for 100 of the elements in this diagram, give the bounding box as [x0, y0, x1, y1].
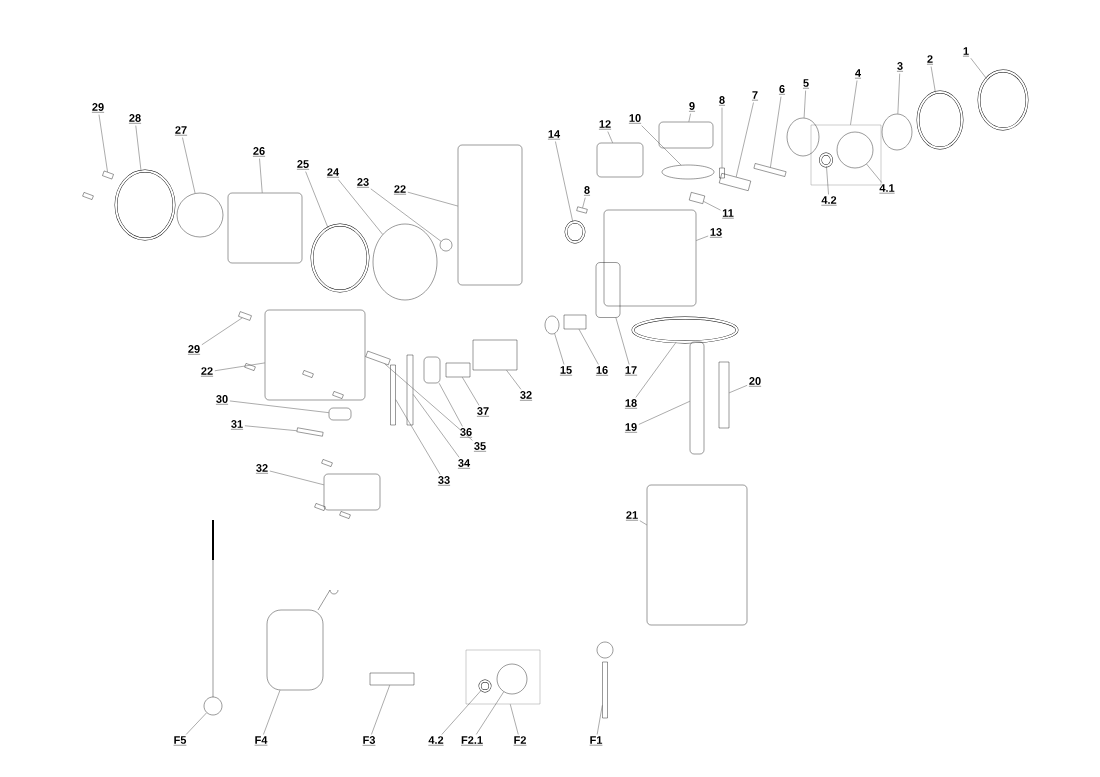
leader-line — [770, 96, 782, 168]
leader-line — [615, 317, 630, 365]
leader-line — [638, 401, 691, 425]
rod — [390, 364, 396, 426]
round-part — [916, 90, 964, 150]
part-outline — [646, 484, 748, 626]
rod — [102, 170, 114, 180]
part-outline — [264, 309, 366, 401]
leader-line — [703, 201, 721, 211]
callout-number: 19 — [624, 423, 638, 433]
part-outline — [457, 144, 523, 286]
round-part — [496, 663, 528, 695]
part-outline — [595, 262, 621, 318]
leader-line — [607, 131, 613, 144]
leader-line — [866, 163, 882, 183]
part-outline — [227, 192, 303, 264]
leader-line — [371, 684, 390, 735]
leader-line — [441, 689, 482, 735]
callout-number: 11 — [722, 209, 735, 219]
leader-line — [510, 703, 519, 735]
leader-line — [407, 191, 459, 207]
part-outline — [323, 473, 381, 511]
callout-number: 22 — [393, 185, 407, 195]
leader-line — [506, 369, 522, 390]
callout-number: 18 — [624, 399, 638, 409]
rod — [596, 641, 614, 719]
leader-line — [244, 425, 298, 431]
rod — [753, 163, 787, 177]
callout-number: 7 — [751, 91, 759, 101]
callout-number: 9 — [688, 102, 696, 112]
callout-number: F4 — [254, 736, 268, 746]
leader-line — [555, 141, 574, 223]
callout-number: 34 — [457, 459, 471, 469]
callout-number: F2.1 — [460, 736, 484, 746]
callout-number: 20 — [748, 377, 762, 387]
leader-line — [596, 705, 603, 735]
leader-line — [259, 158, 263, 194]
leader-line — [582, 197, 586, 209]
callout-number: 4.2 — [428, 736, 444, 746]
callout-number: 33 — [437, 476, 451, 486]
leader-line — [263, 689, 281, 735]
round-part — [114, 169, 176, 241]
round-part — [310, 223, 370, 293]
leader-line — [182, 137, 196, 194]
callout-number: F2 — [513, 736, 527, 746]
leader-line — [641, 125, 682, 166]
leader-line — [688, 113, 691, 123]
rod — [689, 341, 705, 455]
callout-number: 4.2 — [821, 196, 837, 206]
rod — [365, 350, 391, 366]
callout-number: 6 — [778, 85, 786, 95]
callout-number: 25 — [296, 160, 310, 170]
callout-number: 35 — [473, 442, 487, 452]
part-outline — [658, 121, 714, 149]
part-outline — [689, 192, 705, 204]
round-part — [977, 69, 1029, 131]
callout-number: 22 — [200, 367, 214, 377]
leader-line — [384, 363, 473, 441]
leader-line — [728, 385, 748, 394]
callout-number: 32 — [255, 464, 269, 474]
leader-line — [803, 90, 806, 119]
leader-line — [635, 341, 677, 398]
callout-number: 31 — [230, 420, 244, 430]
callout-number: 27 — [174, 126, 188, 136]
leader-line — [735, 102, 754, 178]
leader-line — [970, 57, 987, 79]
part-outline — [472, 339, 518, 371]
rod — [718, 361, 730, 429]
group-frame — [810, 124, 882, 186]
round-part — [881, 113, 913, 151]
leader-line — [214, 362, 266, 371]
leader-line — [438, 382, 463, 427]
rod — [576, 206, 588, 214]
callout-number: F1 — [589, 736, 603, 746]
callout-number: 17 — [624, 366, 638, 376]
leader-line — [412, 394, 460, 458]
leader-line — [338, 179, 383, 235]
part-outline — [266, 589, 339, 691]
leader-line — [695, 235, 709, 241]
part-outline — [563, 314, 587, 330]
callout-number: 15 — [559, 366, 573, 376]
round-part — [372, 223, 438, 301]
callout-number: 24 — [326, 168, 340, 178]
round-part — [836, 131, 874, 169]
leader-line — [370, 188, 442, 242]
callout-number: 13 — [709, 228, 723, 238]
callout-number: 21 — [625, 511, 639, 521]
part-outline — [603, 209, 697, 307]
round-part — [661, 164, 715, 180]
callout-number: 8 — [718, 96, 726, 106]
callout-number: 32 — [519, 391, 533, 401]
callout-number: 2 — [926, 55, 934, 65]
leader-line — [462, 376, 480, 406]
rod — [238, 311, 252, 321]
leader-line — [639, 520, 648, 526]
leader-line — [395, 399, 441, 475]
round-part — [631, 316, 739, 344]
leader-line — [554, 333, 565, 365]
leader-line — [578, 328, 599, 365]
leader-line — [850, 80, 858, 126]
